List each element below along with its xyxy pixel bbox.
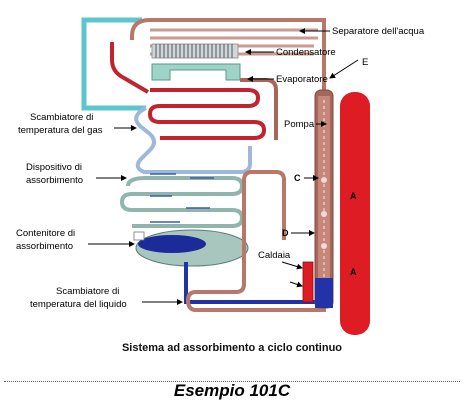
divider [4, 381, 460, 382]
arrow-caldaia-2 [289, 281, 303, 288]
vertical-tank-a [340, 92, 370, 335]
label-a-top: A [350, 191, 357, 201]
pump-column [314, 89, 334, 309]
label-e: E [362, 57, 368, 68]
absorber-inner-lines [150, 173, 214, 223]
label-caldaia: Caldaia [258, 250, 291, 261]
label-pompa: Pompa [284, 119, 315, 130]
label-scambiatore-liquido-2: temperatura del liquido [30, 299, 127, 310]
gas-exchanger [134, 106, 252, 174]
label-a-bottom: A [350, 267, 357, 277]
label-separatore: Separatore dell'acqua [332, 26, 425, 37]
label-d: D [282, 228, 289, 238]
label-evaporatore: Evaporatore [276, 74, 328, 85]
label-scambiatore-gas-2: temperatura del gas [18, 125, 103, 136]
evaporator-box [151, 63, 241, 81]
evaporator-coils [147, 78, 278, 140]
label-dispositivo-2: assorbimento [26, 175, 83, 186]
brown-return-pipe [130, 18, 326, 92]
absorber-coils [119, 176, 245, 228]
boiler-heater [302, 261, 314, 303]
label-condensatore: Condensatore [276, 47, 336, 58]
absorber-inlet [133, 231, 145, 241]
brown-liquid-pipe [185, 170, 326, 312]
arrow-caldaia [281, 261, 303, 270]
cyan-pipe [81, 17, 146, 111]
arrow-e [329, 59, 359, 79]
condenser [151, 43, 239, 59]
absorber-liquid [138, 235, 206, 253]
label-contenitore-2: assorbimento [16, 241, 73, 252]
separator-coils [150, 28, 318, 56]
red-pipe-left [110, 42, 150, 94]
label-scambiatore-liquido-1: Scambiatore di [56, 286, 119, 297]
diagram-caption: Sistema ad assorbimento a ciclo continuo [121, 342, 343, 354]
example-title: Esempio 101C [173, 381, 291, 400]
label-c: C [294, 173, 301, 183]
label-contenitore-1: Contenitore di [16, 228, 75, 239]
label-scambiatore-gas-1: Scambiatore di [30, 112, 93, 123]
label-dispositivo-1: Dispositivo di [26, 162, 82, 173]
